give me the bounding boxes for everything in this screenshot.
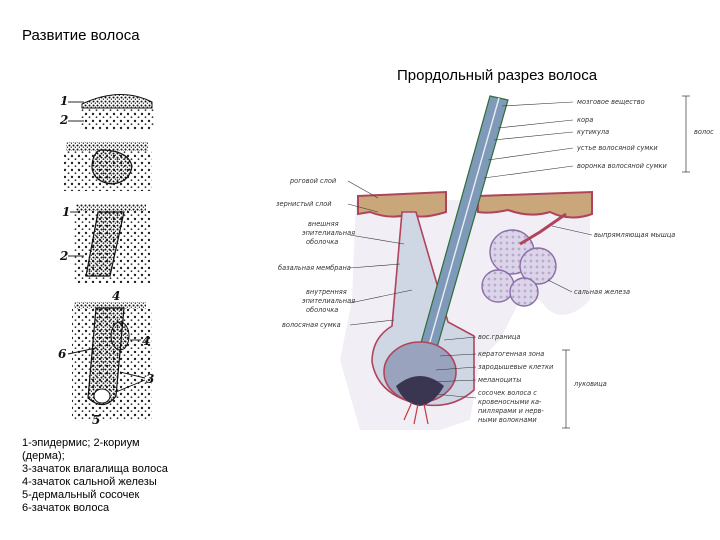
label-sebaceous-gland: сальная железа xyxy=(574,288,630,296)
stage1-marker-2: 2 xyxy=(59,113,68,127)
label-stratum-corneum: роговой слой xyxy=(289,177,337,185)
arrector-muscle xyxy=(519,212,567,246)
label-papilla-2: кровеносными ка- xyxy=(478,398,542,406)
stage4-marker-6: 6 xyxy=(58,347,67,361)
stage-3: 1 2 xyxy=(59,204,150,283)
stage4-marker-5: 5 xyxy=(92,413,100,427)
label-follicle-orifice: устье волосяной сумки xyxy=(576,144,658,152)
label-hair-bracket: волос xyxy=(694,128,714,136)
label-inner-sheath-2: эпителиальная xyxy=(302,297,355,305)
stage1-marker-1: 1 xyxy=(60,94,68,108)
label-keratogenous-zone: кератогенная зона xyxy=(478,350,544,358)
label-arrector-muscle: выпрямляющая мышца xyxy=(594,231,675,239)
caption-line: 6-зачаток волоса xyxy=(22,502,110,514)
labels-right-bottom: вос.граница кератогенная зона зародышевы… xyxy=(429,333,607,429)
section-title: Прордольный разрез волоса xyxy=(397,67,598,84)
label-cortex: кора xyxy=(577,116,593,124)
label-papilla-1: сосочек волоса с xyxy=(478,389,537,397)
stage-4: 4 4 3 6 5 xyxy=(58,289,154,427)
labels-right-mid: выпрямляющая мышца сальная железа xyxy=(547,225,675,296)
stage3-marker-1: 1 xyxy=(62,205,70,219)
label-papilla-4: ными волокнами xyxy=(478,416,537,424)
hair-section-figure: мозговое вещество кора кутикула устье во… xyxy=(276,95,714,430)
label-basement-membrane: базальная мембрана xyxy=(278,264,351,272)
label-germinal-cells: зародышевые клетки xyxy=(478,363,554,371)
labels-right-top: мозговое вещество кора кутикула устье во… xyxy=(483,95,714,179)
stage-2 xyxy=(64,142,152,191)
label-melanocytes: меланоциты xyxy=(478,376,521,384)
caption-line: 4-зачаток сальной железы xyxy=(22,476,157,488)
labels-left: роговой слой зернистый слой внешняя эпит… xyxy=(276,177,413,329)
label-outer-sheath-3: оболочка xyxy=(306,238,338,246)
legend-caption: 1-эпидермис; 2-кориум (дерма); 3-зачаток… xyxy=(22,437,168,515)
stage3-marker-2: 2 xyxy=(59,249,68,263)
caption-line: 3-зачаток влагалища волоса xyxy=(22,463,168,475)
caption-line: 5-дермальный сосочек xyxy=(22,489,140,501)
label-hair-follicle: волосяная сумка xyxy=(282,321,341,329)
label-cuticle: кутикула xyxy=(577,128,609,136)
label-outer-sheath-1: внешняя xyxy=(308,220,339,228)
sebaceous-gland xyxy=(481,229,557,307)
label-inner-sheath-3: оболочка xyxy=(306,306,338,314)
label-follicle-funnel: воронка волосяной сумки xyxy=(577,162,668,170)
label-inner-sheath-1: внутренняя xyxy=(306,288,347,296)
stage4-marker-4: 4 xyxy=(142,334,150,348)
development-figure: 1 2 1 2 xyxy=(58,93,154,427)
label-papilla-3: пиллярами и нерв- xyxy=(478,407,544,415)
slide-title: Развитие волоса xyxy=(22,27,140,44)
caption-line: 1-эпидермис; 2-кориум xyxy=(22,437,140,449)
label-bulb-bracket: луковица xyxy=(573,380,607,388)
caption-line: (дерма); xyxy=(22,450,65,462)
label-granular-layer: зернистый слой xyxy=(276,200,332,208)
stage-1: 1 2 xyxy=(59,93,154,130)
stage4-marker-3: 3 xyxy=(146,372,154,386)
stage4-marker-4a: 4 xyxy=(112,289,120,303)
label-outer-sheath-2: эпителиальная xyxy=(302,229,355,237)
label-medulla: мозговое вещество xyxy=(577,98,645,106)
dermal-papilla xyxy=(396,376,444,406)
label-boundary: вос.граница xyxy=(478,333,520,341)
